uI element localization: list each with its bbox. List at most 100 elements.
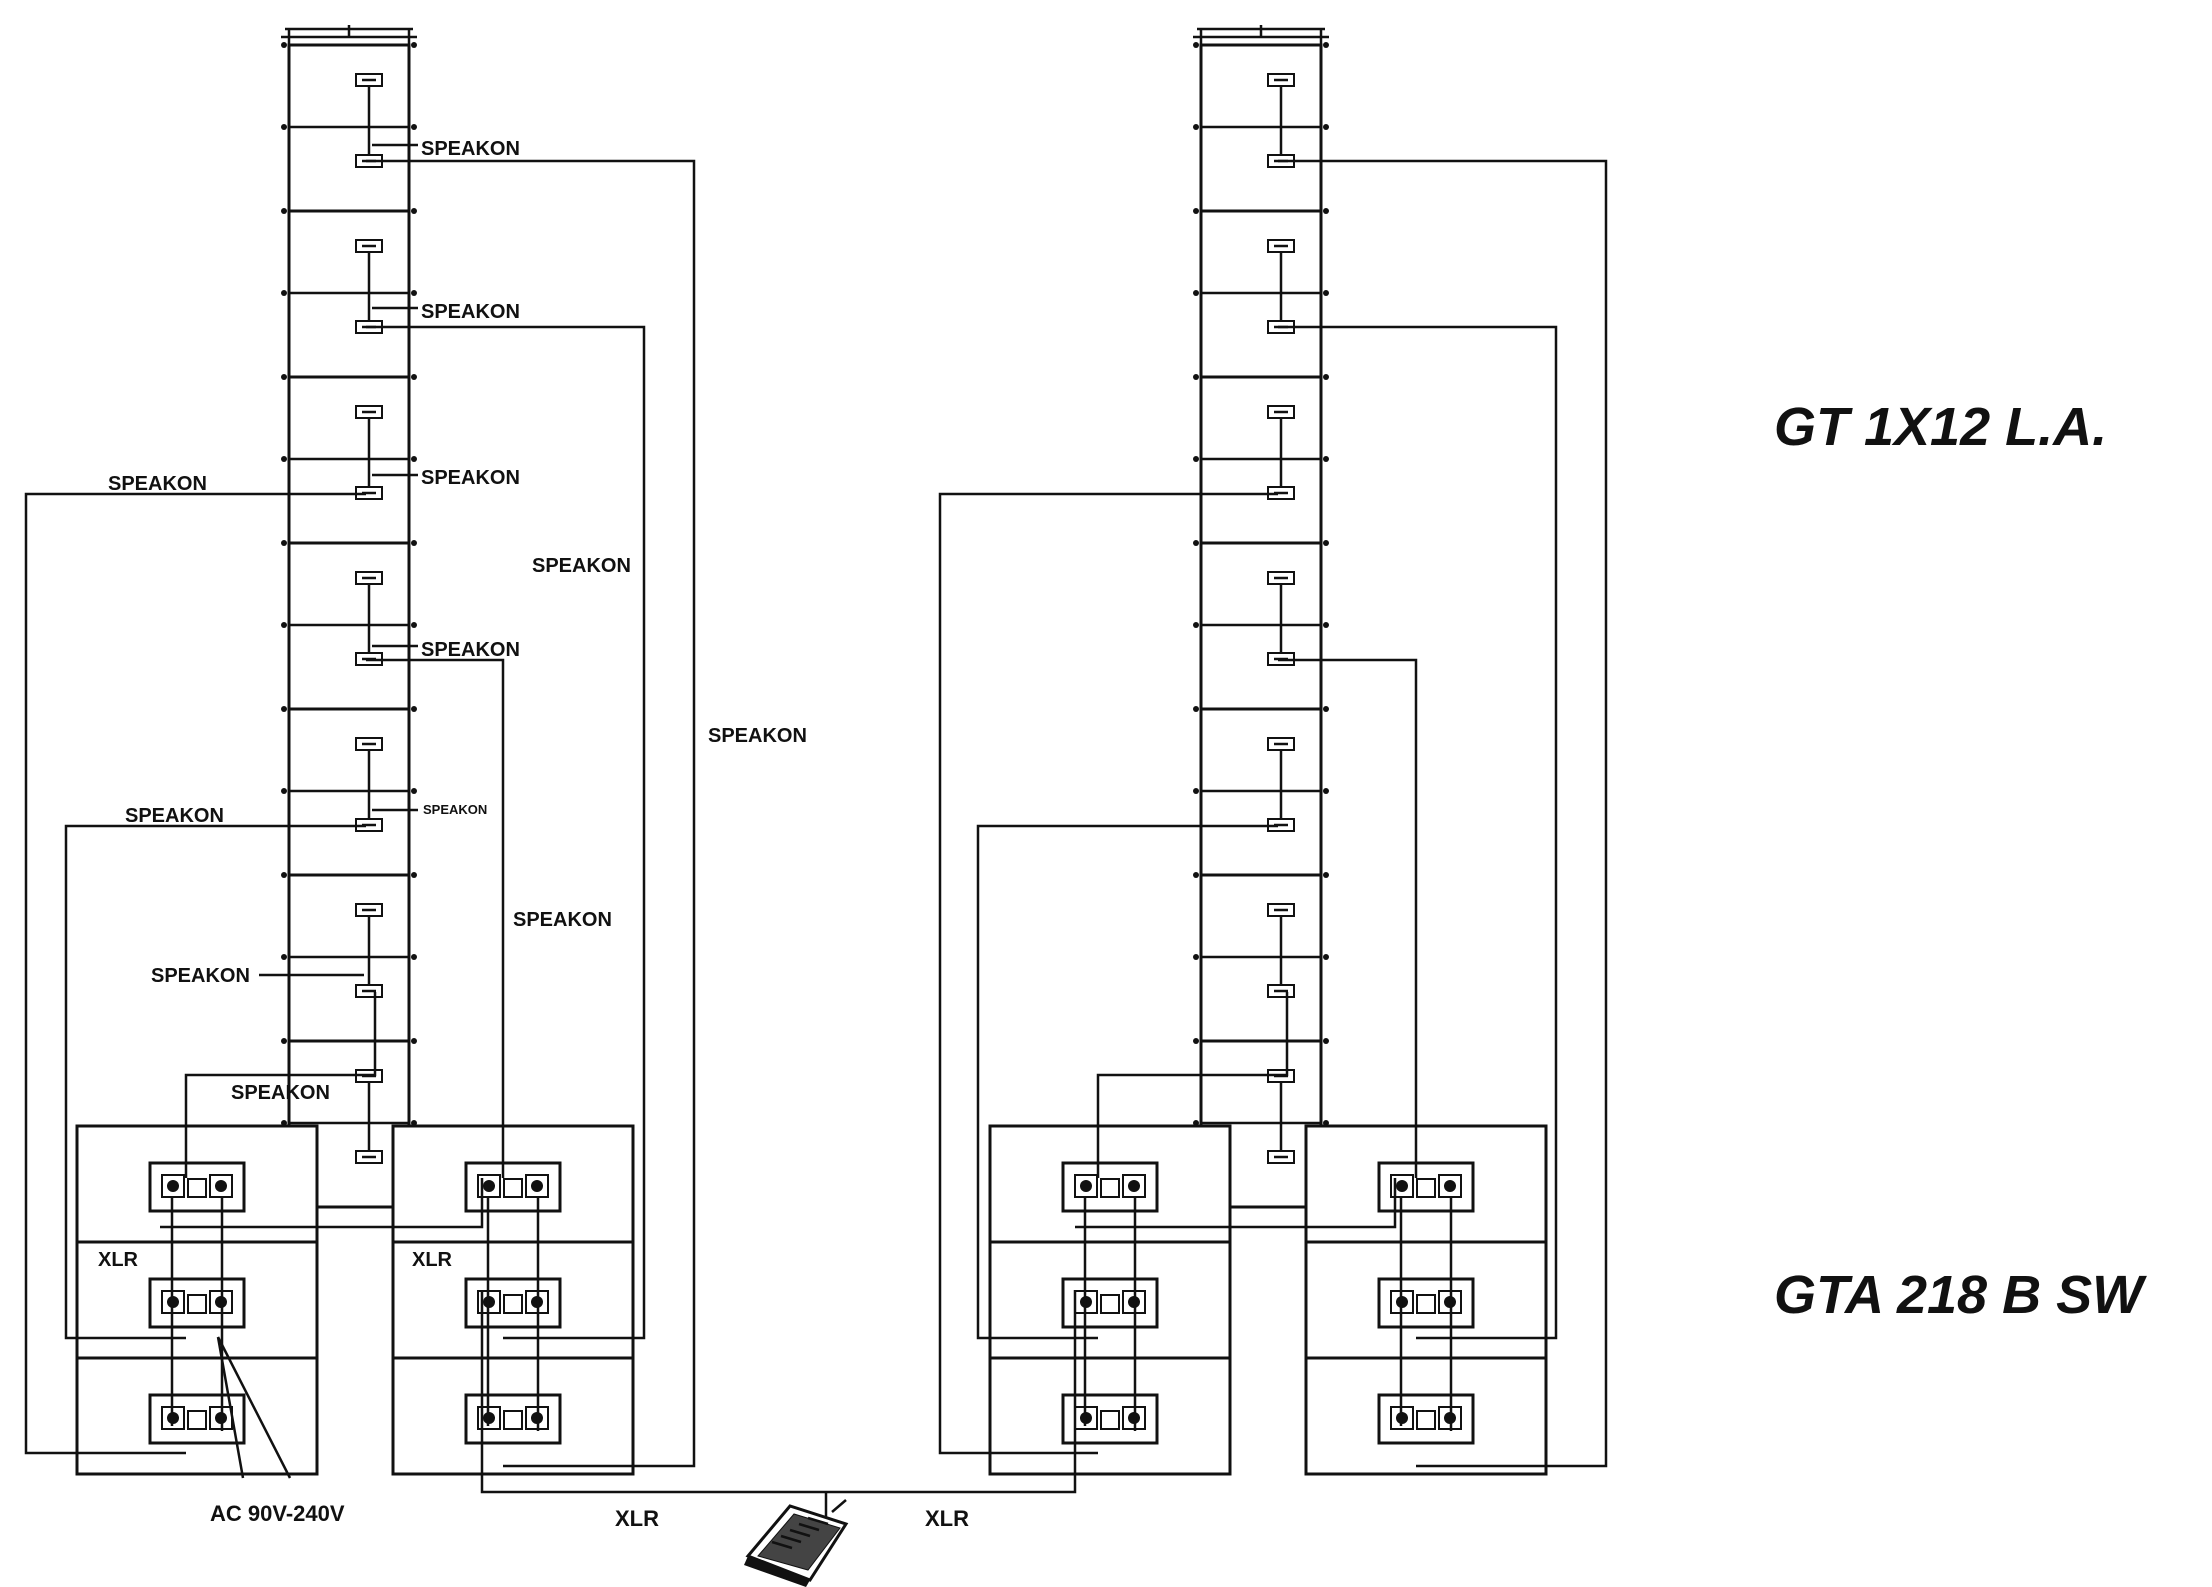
right-a-sub-stack	[988, 1124, 1232, 1476]
xlr-label: XLR	[412, 1249, 453, 1271]
panel-knob	[167, 1180, 179, 1192]
amplifier-panel-icon	[148, 1161, 246, 1213]
line-array-title: GT 1X12 L.A.	[1774, 397, 2108, 457]
speakon-label: SPEAKON	[532, 555, 631, 577]
speakon-label: SPEAKON	[708, 725, 807, 747]
xlr-label: XLR	[925, 1506, 969, 1531]
right-rigging-point	[1323, 788, 1329, 794]
left-array-cabinet	[281, 374, 417, 545]
left-rigging-frame	[281, 25, 417, 45]
right-rigging-point	[1193, 1038, 1199, 1044]
left-rigging-point	[281, 374, 287, 380]
left-rigging-point	[411, 1038, 417, 1044]
left-wiring	[24, 143, 826, 1494]
speakon-cable	[64, 824, 366, 1340]
right-rigging-point	[1323, 208, 1329, 214]
left-rigging-point	[411, 788, 417, 794]
right-b-sub-cabinet	[1304, 1356, 1548, 1476]
left-rigging-point	[411, 872, 417, 878]
xlr-link	[1075, 1178, 1397, 1229]
right-rigging-point	[1193, 540, 1199, 546]
speakon-cable	[366, 658, 505, 1178]
left-rigging-point	[281, 622, 287, 628]
left-array-cabinet	[281, 540, 417, 711]
xlr-link	[160, 1178, 484, 1229]
panel-socket	[1416, 1178, 1436, 1198]
left-rigging-point	[281, 208, 287, 214]
left-rigging-point	[281, 290, 287, 296]
speakon-cable	[1278, 658, 1418, 1178]
right-rigging-point	[1193, 954, 1199, 960]
mixer-fader	[771, 1540, 793, 1550]
right-array-cabinet	[1193, 42, 1329, 213]
right-rigging-point	[1193, 208, 1199, 214]
left-rigging-point	[411, 540, 417, 546]
right-a-sub-body	[988, 1356, 1232, 1476]
panel-socket	[1100, 1294, 1120, 1314]
panel-knob	[1396, 1180, 1408, 1192]
panel-socket	[1416, 1294, 1436, 1314]
right-array-cabinet	[1193, 872, 1329, 1043]
right-rigging-point	[1193, 706, 1199, 712]
mixer-fader	[789, 1528, 811, 1538]
right-rigging-point	[1193, 788, 1199, 794]
speakon-label: SPEAKON	[108, 473, 207, 495]
speakon-cable	[1278, 159, 1608, 1468]
right-rigging-point	[1193, 124, 1199, 130]
ac-power-label: AC 90V-240V	[210, 1501, 345, 1526]
mixer-antenna	[831, 1499, 847, 1513]
amplifier-panel-icon	[1377, 1393, 1475, 1445]
subwoofer-title: GTA 218 B SW	[1774, 1265, 2144, 1325]
mixer-fader	[780, 1534, 802, 1544]
right-a-sub-cabinet	[988, 1356, 1232, 1476]
left-rigging-point	[411, 622, 417, 628]
speakon-cable	[1096, 992, 1289, 1178]
panel-knob	[531, 1180, 543, 1192]
left-rigging-point	[281, 872, 287, 878]
right-a-sub-link-cable	[1083, 1196, 1137, 1431]
left-rigging-point	[411, 954, 417, 960]
right-line-array	[1193, 25, 1329, 1209]
panel-socket	[1100, 1178, 1120, 1198]
left-line-array	[281, 25, 417, 1209]
amplifier-panel-icon	[1061, 1161, 1159, 1213]
right-rigging-point	[1323, 290, 1329, 296]
left-rigging-point	[411, 290, 417, 296]
right-b-sub-cabinet	[1304, 1124, 1548, 1244]
left-array-cabinet	[281, 706, 417, 877]
right-rigging-point	[1193, 456, 1199, 462]
panel-socket	[503, 1294, 523, 1314]
speakon-cable	[366, 325, 646, 1340]
left-a-sub-stack	[75, 1124, 319, 1476]
right-rigging-point	[1323, 456, 1329, 462]
right-rigging-point	[1323, 622, 1329, 628]
left-b-sub-link-cable	[486, 1196, 540, 1431]
panel-socket	[503, 1178, 523, 1198]
panel-socket	[1416, 1410, 1436, 1430]
left-rigging-point	[281, 456, 287, 462]
left-b-sub-stack	[391, 1124, 635, 1476]
left-rigging-point	[411, 456, 417, 462]
speakon-label: SPEAKON	[421, 639, 520, 661]
panel-socket	[1100, 1410, 1120, 1430]
left-rigging-point	[411, 374, 417, 380]
panel-knob	[1080, 1180, 1092, 1192]
right-array-cabinet	[1193, 208, 1329, 379]
speakon-label: SPEAKON	[423, 802, 487, 817]
amplifier-panel-icon	[1061, 1277, 1159, 1329]
left-rigging-point	[411, 706, 417, 712]
right-array-cabinet	[1193, 540, 1329, 711]
panel-socket	[187, 1294, 207, 1314]
ac-leader	[216, 1336, 292, 1479]
left-b-sub-cabinet	[391, 1356, 635, 1476]
left-rigging-point	[281, 954, 287, 960]
left-a-sub-link-cable	[170, 1196, 224, 1431]
right-rigging-point	[1323, 540, 1329, 546]
left-rigging-point	[281, 42, 287, 48]
left-a-sub-cabinet	[75, 1124, 319, 1244]
mixer-fader	[798, 1522, 820, 1532]
left-rigging-point	[281, 1038, 287, 1044]
xlr-to-mixer	[480, 1290, 826, 1494]
speakon-label: SPEAKON	[231, 1082, 330, 1104]
